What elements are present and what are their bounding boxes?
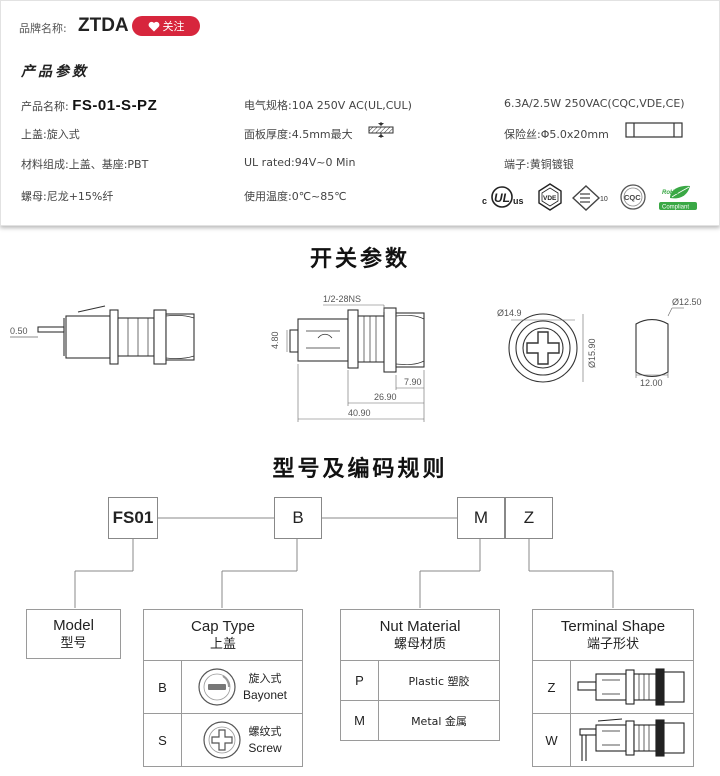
vde-cert-icon: VDE [538,183,562,211]
dim-thread: 1/2-28NS [323,294,361,304]
straight-terminal-icon [577,668,685,706]
spec-nut: 螺母:尼龙+15%纤 [21,190,114,203]
dim-pin: 0.50 [10,326,28,336]
coding-rules-title: 型号及编码规则 [272,457,448,482]
heart-icon [148,21,159,31]
cap-row-value: 旋入式 Bayonet [182,661,302,713]
terminal-row-image [571,714,693,766]
cap-row-value: 螺纹式 Screw [182,714,302,766]
panel-thickness-icon [368,122,394,138]
nut-row-label: Plastic 塑胶 [408,674,470,688]
terminal-shape-header: Terminal Shape 端子形状 [533,610,693,660]
cap-row-zh: 螺纹式 [248,725,282,738]
spec-model-label: 产品名称: [21,100,69,113]
terminal-row-key: Z [533,661,571,713]
cap-type-table: Cap Type 上盖 B 旋入式 Bayonet S [143,609,303,767]
cap-type-header-zh: 上盖 [209,636,236,652]
follow-label: 关注 [162,20,185,33]
table-row: S 螺纹式 Screw [144,713,302,766]
ul-cert-us: us [513,196,524,206]
ul-cert-c: c [482,196,487,206]
brand-label: 品牌名称: [19,22,67,35]
table-row: B 旋入式 Bayonet [144,660,302,713]
table-row: Z [533,660,693,713]
spec-electrical: 电气规格:10A 250V AC(UL,CUL) [244,99,412,112]
screw-cap-icon [203,721,241,759]
dim-nut-length: 7.90 [404,377,422,387]
spec-panel: 面板厚度:4.5mm最大 [244,128,353,141]
fuse-icon [625,122,683,138]
cap-row-en: Screw [248,741,282,755]
cap-type-header-en: Cap Type [191,617,255,635]
section-view-drawing [286,304,425,422]
bent-terminal-icon [579,718,685,761]
terminal-row-key: W [533,714,571,766]
panel-hole-drawing [635,307,684,378]
spec-temperature: 使用温度:0℃~85℃ [244,190,347,203]
follow-button[interactable]: 关注 [132,16,200,36]
cap-type-header: Cap Type 上盖 [144,610,302,660]
terminal-shape-table: Terminal Shape 端子形状 Z W [532,609,694,767]
spec-fuse-size: 保险丝:Φ5.0x20mm [504,128,609,141]
nut-material-header-en: Nut Material [379,617,461,635]
dim-cap-diameter: Ø14.9 [497,308,522,318]
side-view-drawing [10,305,195,365]
dim-body-length: 26.90 [374,392,397,402]
terminal-shape-header-en: Terminal Shape [560,617,666,635]
rohs-cert-title: RoHS [662,190,678,196]
dim-total-length: 40.90 [348,408,371,418]
table-row: M Metal 金属 [341,700,499,740]
nut-material-header-zh: 螺母材质 [393,636,446,652]
dim-body-diameter: Ø15.90 [587,338,597,368]
product-info-card: 品牌名称: ZTDA 关注 产品参数 产品名称: FS-01-S-PZ 上盖:旋… [0,0,720,226]
cap-row-key: B [144,661,182,713]
ul-cert-mark: UL [494,191,510,205]
dimension-drawings: 0.50 1/2-28NS 4.80 7.90 26.90 40.90 [10,294,702,422]
spec-model: 产品名称: FS-01-S-PZ [21,97,157,114]
bayonet-cap-icon [198,668,236,706]
cap-row-en: Bayonet [242,688,288,702]
vde-cert-text: VDE [543,195,557,202]
dim-height-small: 4.80 [270,331,280,349]
code-box-nut: M [457,497,505,539]
spec-cap: 上盖:旋入式 [21,128,80,141]
table-row: W [533,713,693,766]
spec-fuse-rating: 6.3A/2.5W 250VAC(CQC,VDE,CE) [504,97,685,110]
terminal-shape-header-zh: 端子形状 [586,636,639,652]
model-header-zh: 型号 [60,635,87,651]
table-row: P Plastic 塑胶 [341,660,499,700]
ul-cert-icon: c UL us [482,186,524,208]
nut-row-label: Metal 金属 [411,714,467,728]
spec-ul: UL rated:94V~0 Min [244,156,356,169]
cap-row-key: S [144,714,182,766]
brand-name[interactable]: ZTDA [78,15,129,36]
dim-hole-diameter: Ø12.50 [672,297,702,307]
product-params-title: 产品参数 [21,64,89,80]
model-header: Model 型号 [27,610,120,658]
cqc-cert-icon: CQC [620,184,646,210]
terminal-row-image [571,661,693,713]
nut-material-header: Nut Material 螺母材质 [341,610,499,660]
spec-model-value: FS-01-S-PZ [72,97,158,114]
nut-row-key: P [341,661,379,700]
dim-hole-flat: 12.00 [640,378,663,388]
nut-row-key: M [341,701,379,740]
cqc-cert-text: CQC [624,193,641,202]
ce-cert-icon: 10 [572,185,608,211]
rohs-cert-compliant: Compliant [662,205,689,211]
code-box-terminal: Z [505,497,553,539]
code-box-cap: B [274,497,322,539]
nut-material-table: Nut Material 螺母材质 P Plastic 塑胶 M Metal 金… [340,609,500,741]
code-box-model: FS01 [108,497,158,539]
switch-params-title: 开关参数 [309,247,410,272]
spec-terminal: 端子:黄铜镀银 [504,158,574,171]
ce-cert-number: 10 [600,196,608,203]
model-header-en: Model [53,616,94,634]
spec-material: 材料组成:上盖、基座:PBT [21,158,149,171]
model-table: Model 型号 [26,609,121,659]
cap-row-zh: 旋入式 [248,672,282,685]
code-connector-lines [74,517,614,608]
rohs-cert-icon: RoHS Compliant [659,185,697,211]
front-view-drawing [508,313,584,383]
